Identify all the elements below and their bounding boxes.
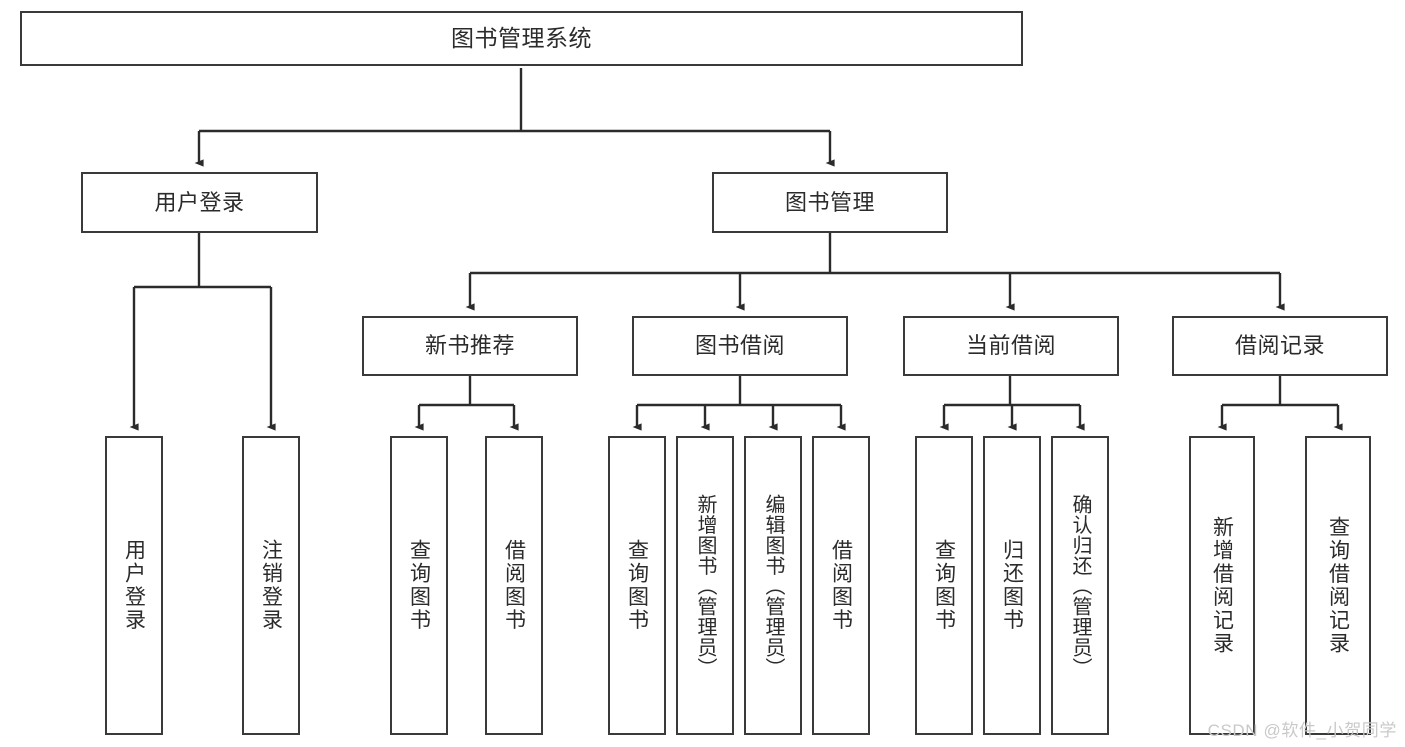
leaf-borrow-book-recommend[interactable]: 借阅图书 (485, 436, 543, 735)
node-borrow-record[interactable]: 借阅记录 (1172, 316, 1388, 376)
watermark-text: CSDN @软件_小贺同学 (1207, 721, 1397, 740)
leaf-add-book[interactable]: 新增图书（管理员） (676, 436, 734, 735)
node-label: 用户登录 (154, 189, 245, 215)
node-new-book-recommend[interactable]: 新书推荐 (362, 316, 578, 376)
node-label: 新增借阅记录 (1210, 515, 1234, 656)
leaf-query-book-borrow[interactable]: 查询图书 (608, 436, 666, 735)
node-user-login[interactable]: 用户登录 (81, 172, 318, 233)
node-label: 借阅图书 (829, 539, 853, 632)
node-label: 注销登录 (259, 539, 283, 632)
node-current-borrow[interactable]: 当前借阅 (903, 316, 1119, 376)
leaf-logout[interactable]: 注销登录 (242, 436, 300, 735)
leaf-query-borrow-record[interactable]: 查询借阅记录 (1305, 436, 1371, 735)
node-label: 查询图书 (625, 539, 649, 632)
node-label: 新书推荐 (424, 333, 515, 359)
node-root-system[interactable]: 图书管理系统 (20, 11, 1023, 66)
node-label: 用户登录 (122, 539, 146, 632)
node-label: 图书管理 (784, 189, 875, 215)
node-label: 确认归还（管理员） (1069, 493, 1091, 678)
leaf-edit-book[interactable]: 编辑图书（管理员） (744, 436, 802, 735)
node-label: 查询借阅记录 (1326, 515, 1350, 656)
leaf-borrow-book[interactable]: 借阅图书 (812, 436, 870, 735)
leaf-user-login[interactable]: 用户登录 (105, 436, 163, 735)
node-label: 查询图书 (407, 539, 431, 632)
node-label: 借阅记录 (1234, 333, 1325, 359)
node-label: 借阅图书 (502, 539, 526, 632)
node-label: 归还图书 (1000, 539, 1024, 632)
node-label: 图书管理系统 (451, 25, 592, 52)
node-label: 图书借阅 (694, 333, 785, 359)
leaf-query-book-recommend[interactable]: 查询图书 (390, 436, 448, 735)
leaf-query-book-current[interactable]: 查询图书 (915, 436, 973, 735)
node-label: 新增图书（管理员） (694, 493, 716, 678)
leaf-confirm-return[interactable]: 确认归还（管理员） (1051, 436, 1109, 735)
node-label: 查询图书 (932, 539, 956, 632)
node-label: 当前借阅 (965, 333, 1056, 359)
node-label: 编辑图书（管理员） (762, 493, 784, 678)
leaf-add-borrow-record[interactable]: 新增借阅记录 (1189, 436, 1255, 735)
leaf-return-book[interactable]: 归还图书 (983, 436, 1041, 735)
node-book-borrow[interactable]: 图书借阅 (632, 316, 848, 376)
node-book-management[interactable]: 图书管理 (712, 172, 948, 233)
